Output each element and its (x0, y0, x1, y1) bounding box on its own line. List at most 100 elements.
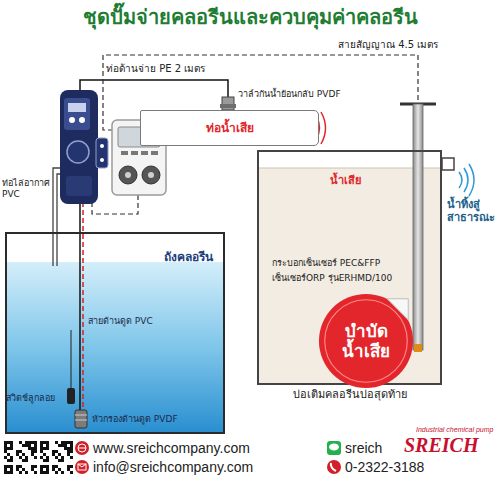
node-text: ท่อน้ำเสีย (141, 121, 318, 135)
line-icon (327, 441, 341, 455)
qr-code (4, 450, 7, 453)
qr-code (43, 441, 46, 444)
dosing-pump (60, 90, 108, 204)
qr-code (70, 465, 73, 468)
sticker-curl (387, 299, 408, 320)
line-icon (329, 444, 339, 451)
node-text: บำบัด น้ำเสีย (331, 321, 401, 362)
qr-code (34, 441, 37, 444)
outflow-waves (464, 168, 468, 192)
outflow-waves (459, 172, 462, 188)
air-vent-pipe (53, 168, 60, 266)
qr-code (70, 471, 73, 474)
qr-code (4, 444, 7, 447)
controller (141, 151, 148, 155)
qr-code (31, 453, 34, 456)
float-switch (67, 330, 75, 404)
qr-code (7, 447, 10, 450)
brand-tagline: Industrial chemical pump (416, 426, 493, 434)
web-icon (75, 441, 89, 455)
qr-code (19, 441, 22, 444)
dosing-pump (64, 98, 90, 130)
check-valve (222, 97, 234, 110)
float-switch (71, 330, 72, 388)
qr-code (31, 468, 34, 471)
qr-code (40, 441, 43, 444)
orp-sensor (414, 344, 422, 352)
mail-icon (75, 460, 89, 474)
qr-code (4, 441, 73, 474)
valve-note: วาล์วกันน้ำย้อนกลับ PVDF (238, 89, 341, 100)
qr-code (58, 444, 61, 447)
outflow-note: น้ำทิ้งสู่ สาธารณะ (447, 198, 497, 224)
chlorine-tank: ถังคลอรีน (5, 232, 225, 434)
phone-icon (327, 460, 341, 474)
qr-code (55, 471, 58, 474)
qr-code (25, 441, 28, 444)
flow-waves (321, 112, 326, 144)
qr-code (52, 465, 55, 468)
dosing-pump (68, 103, 86, 112)
qr-code (46, 456, 49, 459)
outlet-pipe (442, 158, 454, 170)
line-id: sreich (345, 440, 382, 457)
foot-filter (75, 415, 87, 416)
qr-code (40, 456, 43, 459)
control-cable (92, 195, 138, 214)
qr-code (61, 444, 64, 447)
dosing-pump (96, 138, 108, 168)
mail-icon (78, 464, 86, 467)
title: ชุดปั๊มจ่ายคลอรีนและควบคุมค่าคลอรีน (5, 5, 495, 29)
control-cable (92, 195, 138, 214)
qr-code (22, 459, 25, 462)
badge-ring (325, 300, 408, 383)
qr-code (70, 450, 73, 453)
qr-code (64, 444, 67, 447)
qr-code (43, 459, 46, 462)
qr-code (25, 456, 28, 459)
qr-code (61, 441, 64, 444)
qr-code (22, 468, 25, 471)
qr-code (7, 465, 10, 468)
dosing-pump (66, 176, 92, 196)
qr-code (40, 450, 43, 453)
qr-code (40, 471, 43, 474)
brand-logo: SREICH (404, 433, 478, 457)
qr-code (31, 450, 34, 453)
qr-code (67, 465, 70, 468)
waste-pipe: ท่อน้ำเสีย (140, 110, 319, 146)
qr-code (46, 441, 49, 444)
qr-code (16, 453, 19, 456)
qr-code (16, 450, 19, 453)
controller (131, 151, 138, 155)
qr-code (4, 471, 7, 474)
dosing-pump (67, 141, 89, 163)
foot-filter (75, 420, 87, 421)
qr-code (40, 468, 43, 471)
qr-code (4, 447, 7, 450)
qr-code (7, 471, 10, 474)
qr-code (7, 453, 10, 456)
switch-note: สวิตช์ลูกลอย (6, 393, 55, 404)
qr-code (58, 459, 61, 462)
water-note: น้ำเสีย (330, 174, 361, 187)
qr-code (31, 441, 34, 444)
qr-code (67, 468, 70, 471)
qr-code (19, 471, 22, 474)
qr-code (25, 444, 28, 447)
qr-code (4, 468, 7, 471)
qr-code (70, 447, 73, 450)
qr-code (16, 468, 19, 471)
website: www.sreichcompany.com (93, 440, 250, 457)
qr-code (43, 471, 46, 474)
controller (151, 151, 158, 155)
outlet-pipe (442, 158, 454, 170)
outflow-waves (469, 164, 474, 196)
qr-code (28, 444, 31, 447)
qr-code (10, 444, 13, 447)
qr-code (31, 447, 34, 450)
chlorine-water (7, 262, 223, 432)
qr-code (61, 471, 64, 474)
